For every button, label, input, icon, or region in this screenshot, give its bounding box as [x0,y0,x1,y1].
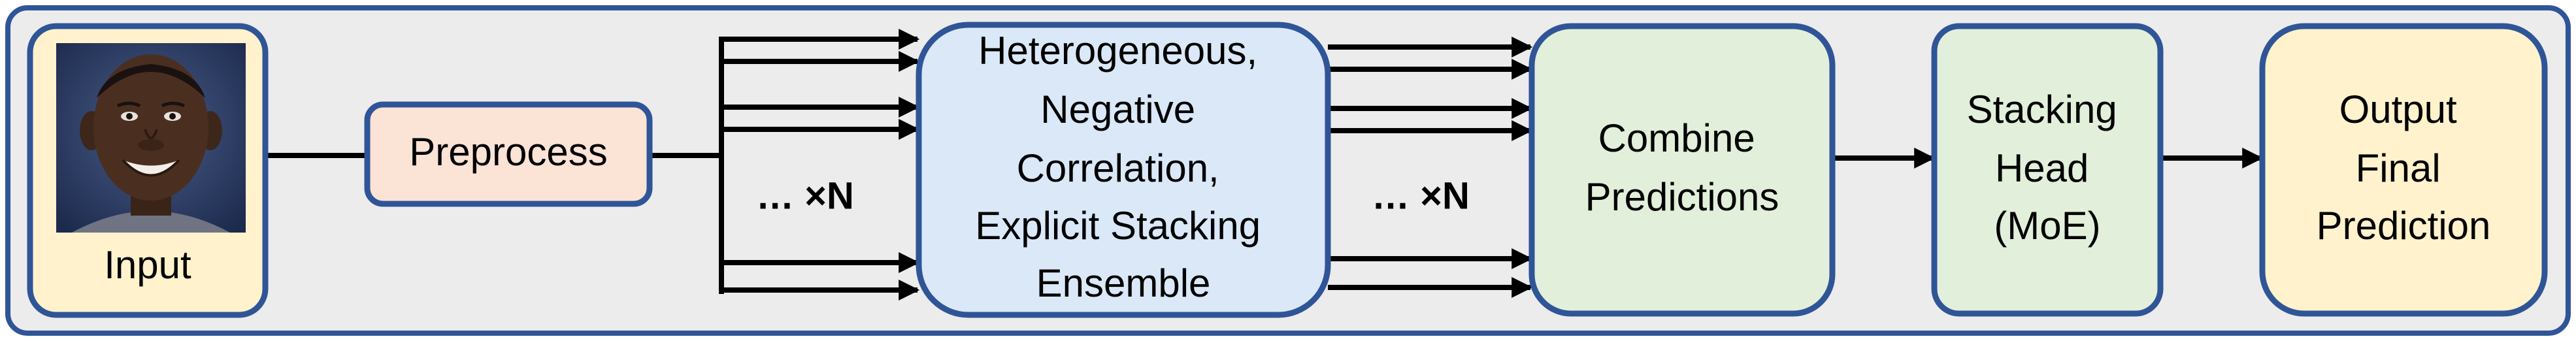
ensemble-box [916,22,1331,318]
combine-node: Combine Predictions [1528,23,1836,317]
combine-label-line: Combine [1598,116,1755,160]
output-label: Output Final Prediction [2317,88,2491,248]
preprocess-node: Preprocess [364,101,653,207]
fan-out-multiplier: … ×N [756,174,854,217]
preprocess-label: Preprocess [409,130,607,174]
ensemble-label-line: Negative [1040,88,1195,131]
output-node: Output Final Prediction [2259,23,2548,317]
stacking-head-node: Stacking Head (MoE) [1931,23,2164,317]
ensemble-label-line: Heterogeneous, [978,29,1257,73]
ensemble-label-line: Explicit Stacking [975,204,1261,248]
ensemble-label: Heterogeneous, Negative Correlation, Exp… [975,29,1272,305]
combine-label-line: Predictions [1585,175,1779,219]
output-label-line: Output [2339,88,2457,131]
stacking-head-label-line: Stacking [1967,88,2117,131]
stacking-head-label-line: Head [1995,146,2089,190]
output-label-line: Final [2356,146,2441,190]
stacking-head-box [1931,23,2164,317]
combine-label: Combine Predictions [1585,116,1779,219]
output-box [2259,23,2548,317]
input-label: Input [104,243,191,287]
face-photo-image [56,43,246,233]
fan-in-multiplier: … ×N [1372,174,1470,217]
ensemble-label-line: Ensemble [1036,261,1211,305]
input-node: Input [27,23,269,318]
connectors [265,29,2264,300]
stacking-head-label: Stacking Head (MoE) [1967,88,2128,248]
stacking-head-label-line: (MoE) [1994,204,2100,248]
ensemble-label-line: Correlation, [1017,146,1219,190]
output-label-line: Prediction [2317,204,2491,248]
ensemble-node: Heterogeneous, Negative Correlation, Exp… [916,22,1331,318]
combine-box [1528,23,1836,317]
preprocess-box [364,101,653,207]
